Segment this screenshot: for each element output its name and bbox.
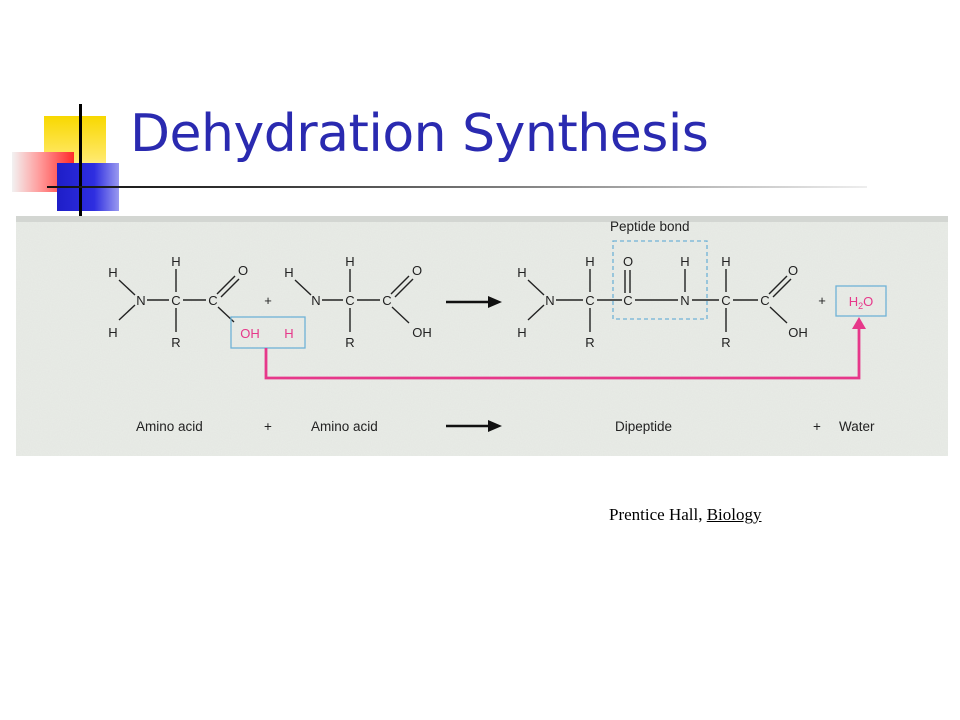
atom-c: C	[721, 293, 730, 308]
title-underline	[47, 186, 867, 188]
atom-n: N	[136, 293, 145, 308]
atom-h: H	[721, 254, 730, 269]
logo-vertical-line	[79, 104, 82, 216]
atom-c: C	[171, 293, 180, 308]
atom-c: C	[208, 293, 217, 308]
atom-r: R	[171, 335, 180, 350]
plus-sign: +	[264, 293, 272, 308]
amino-acid-1-structure: H H N C H R C O	[108, 254, 248, 350]
atom-h: H	[345, 254, 354, 269]
slide-logo-decoration	[0, 0, 140, 230]
atom-h: H	[585, 254, 594, 269]
atom-h: H	[517, 325, 526, 340]
label-amino-acid-1: Amino acid	[136, 419, 203, 434]
water-formula: H2O	[849, 294, 874, 311]
water-h: H	[849, 294, 858, 309]
dehydration-diagram: H H N C H R C O OH H + H N H C R C O OH …	[16, 216, 948, 456]
atom-o: O	[788, 263, 798, 278]
atom-h: H	[680, 254, 689, 269]
peptide-bond-box	[612, 240, 708, 320]
removed-oh-label: OH	[240, 326, 260, 341]
amino-acid-2-structure: H N H C R C O OH	[284, 254, 431, 350]
atom-o: O	[412, 263, 422, 278]
atom-c: C	[623, 293, 632, 308]
atom-r: R	[585, 335, 594, 350]
word-equation-arrow	[446, 420, 502, 432]
plus-sign: +	[818, 293, 826, 308]
reaction-arrow	[446, 296, 502, 308]
label-dipeptide: Dipeptide	[615, 419, 672, 434]
removed-h-label: H	[284, 326, 293, 341]
label-amino-acid-2: Amino acid	[311, 419, 378, 434]
atom-o: O	[238, 263, 248, 278]
atom-h: H	[284, 265, 293, 280]
atom-r: R	[345, 335, 354, 350]
removed-oh-h-box	[230, 316, 306, 349]
atom-n: N	[311, 293, 320, 308]
atom-n: N	[680, 293, 689, 308]
atom-h: H	[517, 265, 526, 280]
atom-h: H	[108, 325, 117, 340]
atom-c: C	[382, 293, 391, 308]
label-water: Water	[839, 419, 875, 434]
water-box	[835, 285, 887, 317]
dipeptide-structure: H H N H C R O C H N H C R C O OH	[517, 254, 807, 350]
atom-c: C	[760, 293, 769, 308]
citation-book-title: Biology	[706, 505, 762, 524]
atom-oh: OH	[788, 325, 808, 340]
label-plus-1: +	[264, 419, 272, 434]
slide-title: Dehydration Synthesis	[130, 104, 709, 164]
paper-top-shadow	[16, 216, 948, 222]
paper-grain	[16, 216, 948, 456]
citation: Prentice Hall, Biology	[609, 505, 762, 525]
water-removal-arrow	[264, 317, 866, 380]
atom-n: N	[545, 293, 554, 308]
atom-oh: OH	[412, 325, 432, 340]
water-o: O	[863, 294, 873, 309]
atom-c: C	[345, 293, 354, 308]
citation-publisher: Prentice Hall,	[609, 505, 703, 524]
peptide-bond-label: Peptide bond	[610, 219, 690, 234]
atom-h: H	[108, 265, 117, 280]
atom-c: C	[585, 293, 594, 308]
atom-o: O	[623, 254, 633, 269]
atom-h: H	[171, 254, 180, 269]
dehydration-diagram-svg: H H N C H R C O OH H + H N H C R C O OH …	[16, 216, 948, 456]
label-plus-2: +	[813, 419, 821, 434]
water-subscript: 2	[858, 301, 863, 311]
atom-r: R	[721, 335, 730, 350]
